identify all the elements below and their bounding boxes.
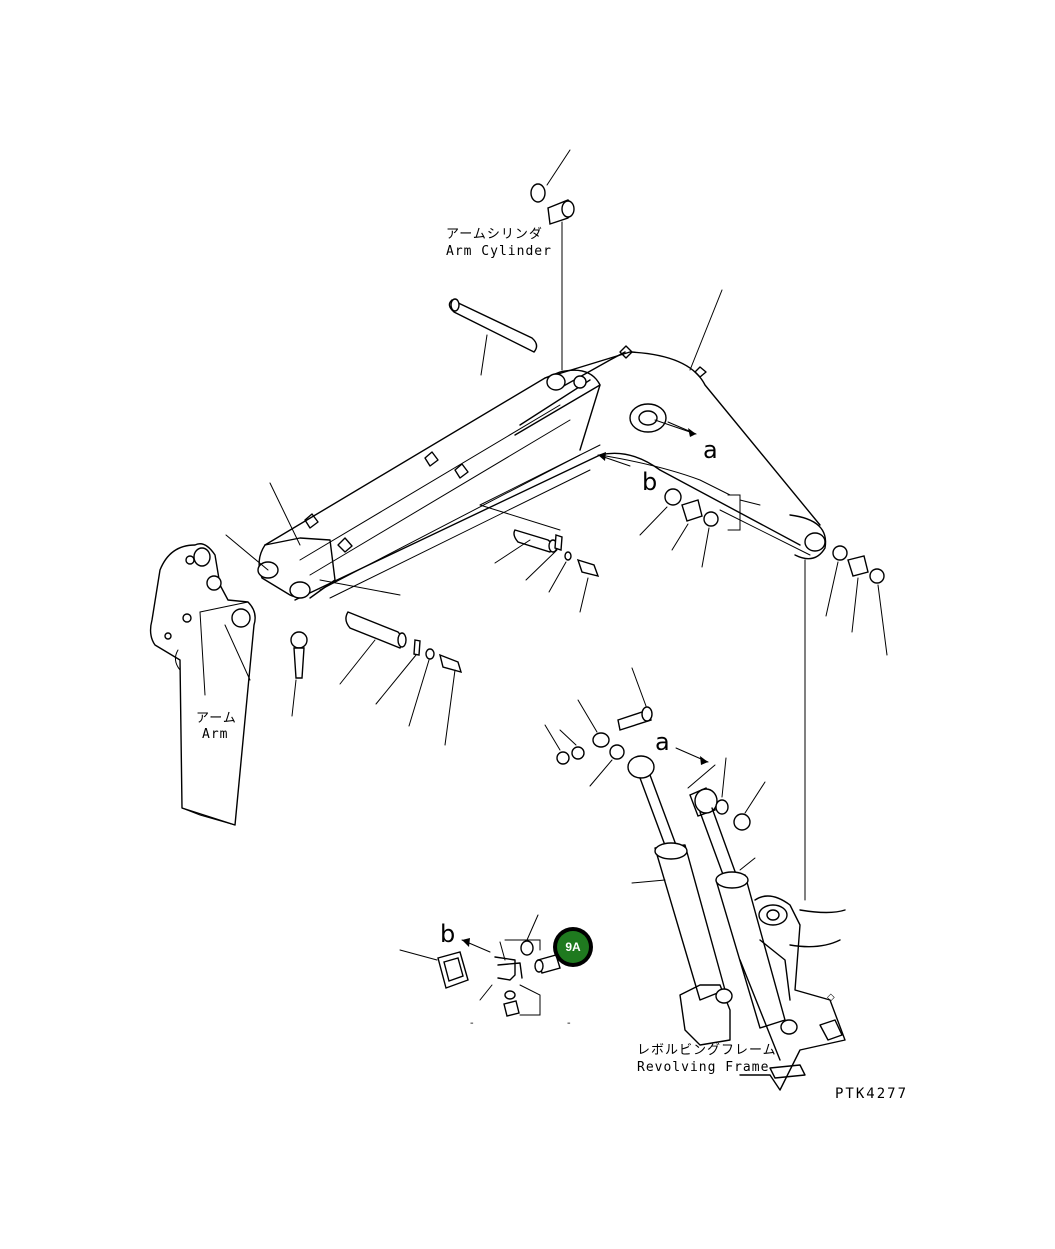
revolving-frame-label-en: Revolving Frame	[637, 1060, 769, 1075]
arm-label-jp: アーム	[196, 711, 237, 726]
callout-badge[interactable]: 9A	[553, 927, 593, 967]
boom-cylinders	[627, 755, 786, 1029]
view-marker-b-lower: b	[440, 920, 455, 948]
tick-mark-right: -	[567, 1018, 571, 1029]
boom-bushings-center	[639, 488, 761, 568]
view-marker-a-top: a	[703, 436, 718, 464]
boom-cylinder-bolt-set	[544, 667, 653, 787]
boom-top-pin	[448, 298, 538, 376]
svg-text:◇: ◇	[827, 992, 835, 1003]
callout-badge-label: 9A	[565, 940, 581, 954]
drawing-code: PTK4277	[835, 1086, 908, 1102]
revolving-frame: ◇	[679, 895, 846, 1091]
arm-label-en: Arm	[202, 727, 228, 742]
view-arrow-b-lower	[461, 938, 491, 953]
arm-foot-pin	[339, 611, 463, 746]
arm-cylinder-pin	[494, 529, 600, 613]
view-arrow-b-top	[597, 452, 631, 467]
arm-grease-fitting	[290, 631, 308, 717]
arm-cylinder-rod-end	[530, 149, 575, 371]
arm	[149, 482, 401, 826]
revolving-frame-label-jp: レボルビングフレーム	[637, 1043, 777, 1058]
boom	[257, 289, 827, 901]
clamp-hardware-group	[399, 914, 561, 1017]
view-marker-b-top: b	[642, 468, 657, 496]
view-arrow-a-lower	[675, 747, 716, 789]
tick-mark-left: -	[470, 1018, 474, 1029]
arm-cylinder-label-jp: アームシリンダ	[446, 227, 543, 242]
arm-cylinder-label-en: Arm Cylinder	[446, 244, 552, 259]
view-arrow-a-top	[667, 421, 697, 437]
boom-bushings-rear	[825, 545, 888, 656]
view-marker-a-lower: a	[655, 728, 670, 756]
